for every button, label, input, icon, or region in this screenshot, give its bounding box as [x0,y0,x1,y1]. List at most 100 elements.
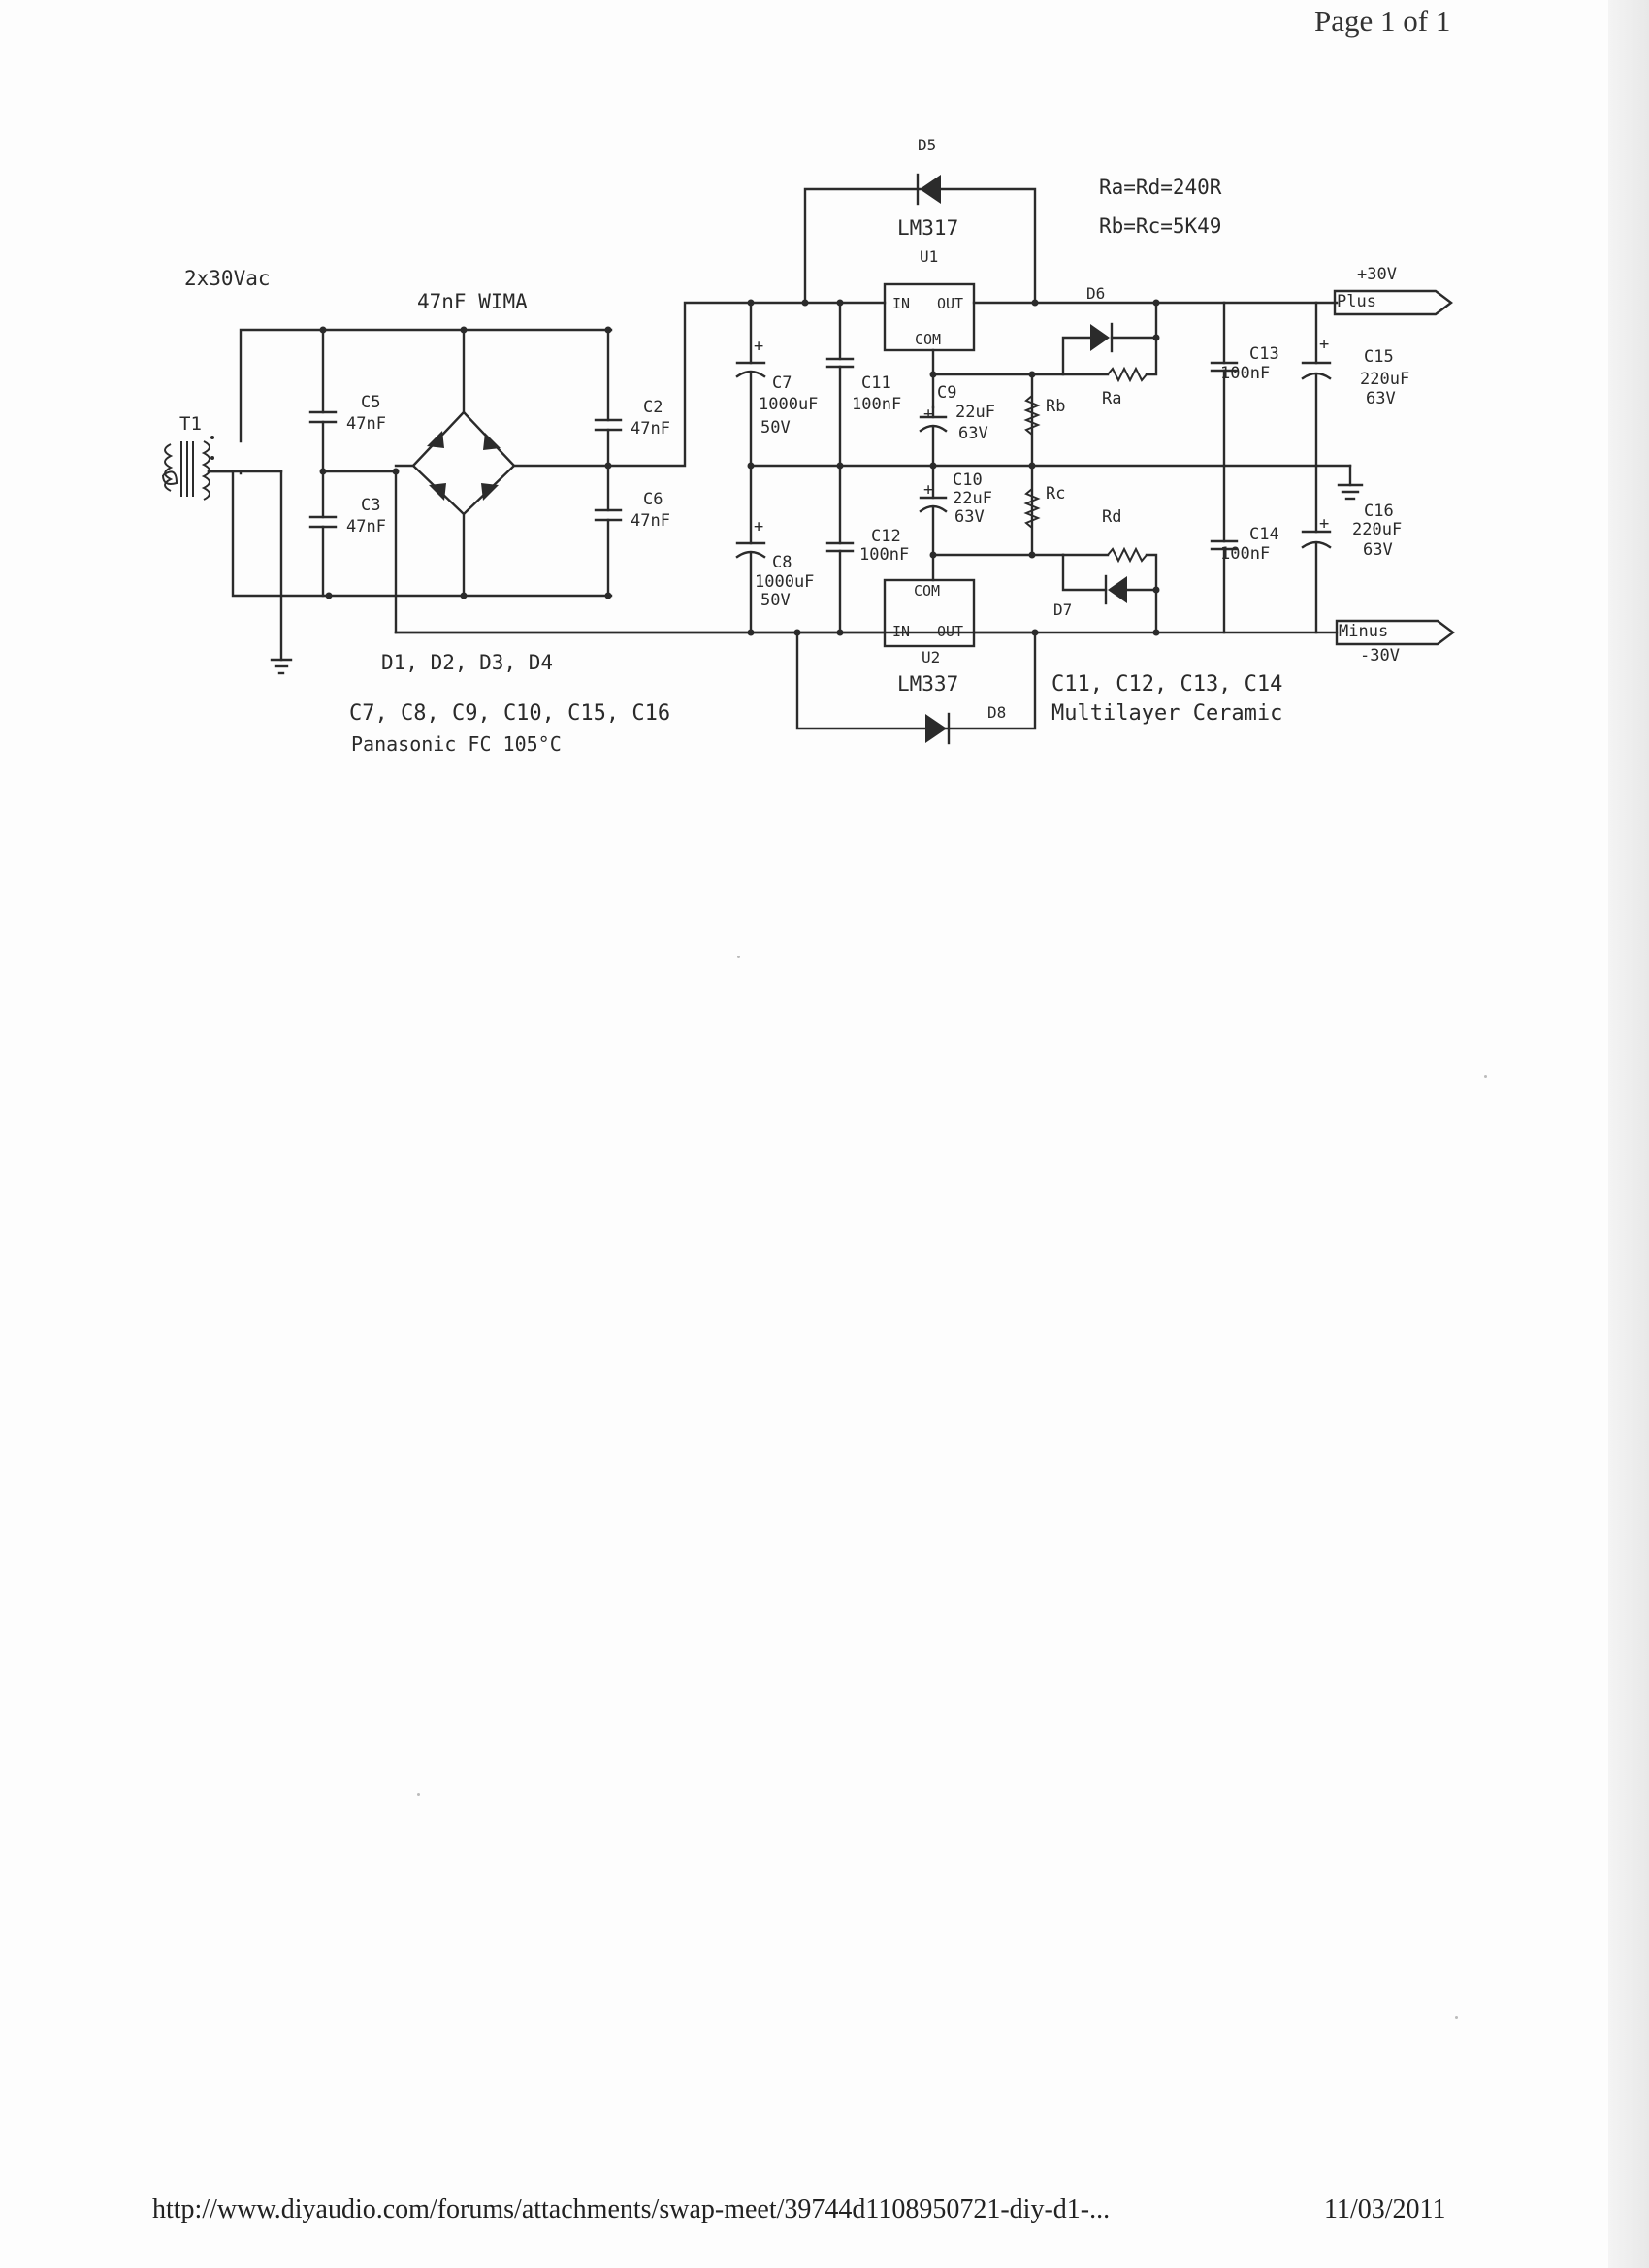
page-number: Page 1 of 1 [1314,4,1451,38]
u1-com-pin: COM [915,331,941,348]
input-voltage-label: 2x30Vac [184,267,271,290]
c9-label: C9 [937,383,956,403]
capacitor-c11 [825,301,855,468]
ceramic-cap-list: C11, C12, C13, C14 [1051,672,1282,697]
u1-in-pin: IN [892,295,910,312]
c13-value: 100nF [1220,364,1270,383]
c15-voltage: 63V [1366,389,1396,408]
c3-value: 47nF [346,517,386,536]
minus-voltage: -30V [1360,646,1400,665]
capacitor-c16 [1301,464,1332,634]
c11-label: C11 [861,373,891,393]
plus-connector [1333,289,1453,316]
c9-plus: + [923,405,933,424]
capacitor-c7 [735,301,766,468]
c10-label: C10 [953,470,983,490]
c6-label: C6 [643,490,663,509]
u2-name: LM337 [897,672,958,696]
c9-voltage: 63V [958,424,988,443]
u2-out-pin: OUT [937,623,963,640]
c13-label: C13 [1249,344,1279,364]
plus-label: Plus [1337,292,1376,311]
c7-label: C7 [772,373,792,393]
c6-value: 47nF [630,511,670,531]
c8-plus: + [754,517,763,536]
c14-label: C14 [1249,525,1279,544]
capacitor-c15 [1301,301,1332,468]
c7-plus: + [754,337,763,356]
capacitor-c2 [594,328,623,468]
resistor-note-2: Rb=Rc=5K49 [1099,214,1221,238]
regulator-u2 [883,578,976,648]
capacitor-c12 [825,464,855,634]
scan-speck [737,956,740,958]
ceramic-cap-type: Multilayer Ceramic [1051,701,1282,726]
scan-speck [1455,2016,1458,2019]
ra-label: Ra [1102,389,1121,408]
u2-in-pin: IN [892,623,910,640]
u1-label: U1 [920,247,938,266]
u2-label: U2 [922,648,940,666]
diode-d5 [803,173,1037,305]
electrolytic-cap-brand: Panasonic FC 105°C [351,732,562,756]
c8-value: 1000uF [755,572,814,592]
minus-connector [1335,619,1455,646]
c11-value: 100nF [852,395,901,414]
ground-rail [749,464,1364,501]
c16-label: C16 [1364,502,1394,521]
capacitor-c8 [735,464,766,634]
ac-wiring [207,328,1040,675]
c7-voltage: 50V [760,418,791,437]
rc-label: Rc [1046,484,1065,503]
rb-label: Rb [1046,397,1065,416]
d5-label: D5 [918,136,936,154]
electrolytic-cap-list: C7, C8, C9, C10, C15, C16 [349,701,670,726]
c15-plus: + [1319,335,1329,354]
c2-label: C2 [643,398,663,417]
c15-value: 220uF [1360,370,1409,389]
c2-value: 47nF [630,419,670,438]
capacitor-c5 [308,328,338,473]
c5-label: C5 [361,393,380,412]
c16-plus: + [1319,514,1329,534]
c9-value: 22uF [955,403,995,422]
scan-edge-shadow [1608,0,1649,2268]
print-date: 11/03/2011 [1324,2194,1446,2224]
scan-speck [417,1793,420,1796]
resistor-rd-diode-d7 [1030,546,1158,634]
u1-out-pin: OUT [937,295,963,312]
c3-label: C3 [361,496,380,515]
regulator-u1 [883,282,976,352]
source-url: http://www.diyaudio.com/forums/attachmen… [152,2194,1111,2224]
d8-label: D8 [987,703,1006,722]
capacitor-c13 [1210,301,1239,468]
capacitor-c6 [594,464,623,598]
scan-speck [1484,1075,1487,1078]
rd-label: Rd [1102,507,1121,527]
d7-label: D7 [1053,600,1072,619]
capacitor-c3 [308,470,338,598]
c10-value: 22uF [953,489,992,508]
resistor-note-1: Ra=Rd=240R [1099,176,1222,199]
c8-voltage: 50V [760,591,791,610]
c16-voltage: 63V [1363,540,1393,560]
capacitor-c14 [1210,464,1239,634]
c15-label: C15 [1364,347,1394,367]
c8-label: C8 [772,553,792,572]
diode-d8 [795,631,1037,745]
bridge-rectifier [394,328,610,598]
c5-value: 47nF [346,414,386,434]
t1-label: T1 [179,413,202,435]
transformer-t1 [162,436,214,501]
c7-value: 1000uF [759,395,818,414]
c10-voltage: 63V [954,507,985,527]
u2-com-pin: COM [914,582,940,599]
c16-value: 220uF [1352,520,1402,539]
c12-value: 100nF [859,545,909,565]
c10-plus: + [923,480,933,500]
d6-label: D6 [1086,284,1105,303]
c14-value: 100nF [1220,544,1270,564]
minus-label: Minus [1339,622,1388,641]
